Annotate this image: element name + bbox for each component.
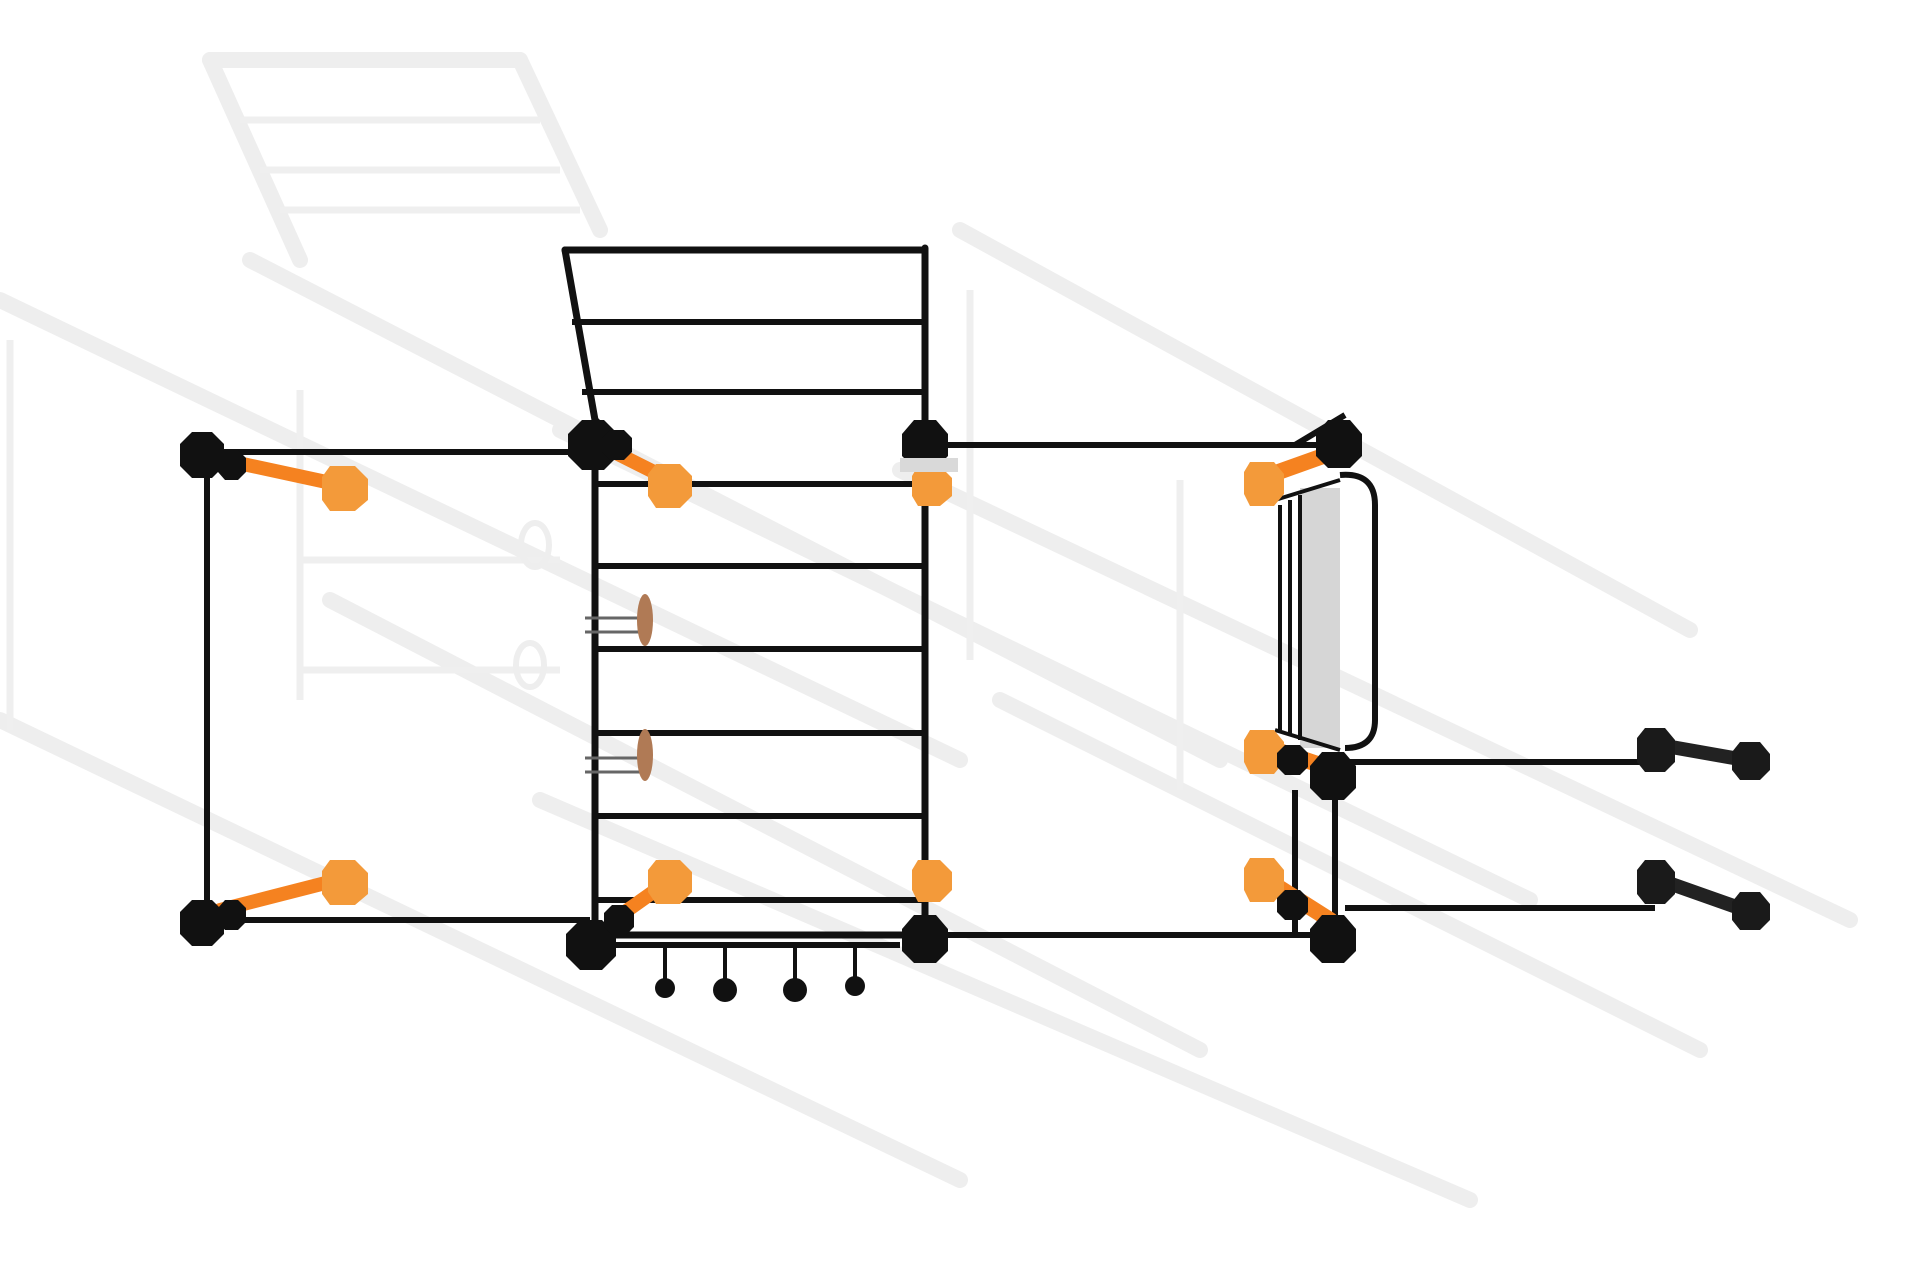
shadow-rungs — [6, 116, 1184, 790]
orange-bracket — [1244, 858, 1284, 902]
right-extension-bars — [1345, 759, 1655, 911]
orange-bracket — [1244, 462, 1284, 506]
shadow-rings — [513, 520, 552, 690]
connector-node — [218, 450, 246, 480]
hanging-handles — [610, 942, 900, 1002]
end-cap — [1637, 860, 1675, 904]
end-cap — [1732, 892, 1770, 930]
handrail — [1339, 471, 1378, 751]
connector-node — [218, 900, 246, 930]
mounting-plate — [900, 458, 958, 472]
left-rectangular-frame — [200, 449, 590, 923]
wooden-disc — [637, 594, 653, 646]
connector-node — [1316, 420, 1362, 468]
handle-ball — [713, 978, 737, 1002]
upper-climbing-rungs — [572, 319, 925, 395]
connector-node — [566, 920, 616, 970]
connector-node — [1310, 752, 1356, 800]
handle-ball — [783, 978, 807, 1002]
connector-node — [902, 420, 948, 468]
left-frame-orange-brackets — [322, 466, 368, 905]
orange-bracket — [912, 466, 952, 506]
orange-bracket — [912, 860, 952, 902]
connector-node — [1277, 745, 1308, 775]
info-panel — [1300, 488, 1340, 748]
right-orange-brackets — [1244, 462, 1284, 902]
end-cap — [1637, 728, 1675, 772]
wooden-disc — [637, 729, 653, 781]
orange-bracket — [1244, 730, 1284, 774]
connector-node — [1277, 890, 1308, 920]
right-panel-assembly — [1274, 471, 1378, 752]
orange-bracket — [648, 860, 692, 904]
handle-ball — [655, 978, 675, 998]
connector-node — [180, 900, 224, 946]
center-ladder-frame — [591, 440, 930, 939]
orange-bracket — [322, 860, 368, 905]
connector-node — [902, 915, 948, 963]
end-cap — [1732, 742, 1770, 780]
orange-bracket — [648, 464, 692, 508]
connector-node — [604, 905, 634, 935]
right-extension-caps — [1637, 728, 1770, 930]
center-orange-brackets — [648, 464, 952, 904]
connector-node — [568, 420, 618, 470]
orange-bracket — [322, 466, 368, 511]
frame-connectors — [180, 420, 1362, 970]
wooden-steps — [585, 594, 653, 781]
connector-node — [1310, 915, 1356, 963]
handle-ball — [845, 976, 865, 996]
connector-node — [602, 430, 632, 460]
connector-node — [180, 432, 224, 478]
